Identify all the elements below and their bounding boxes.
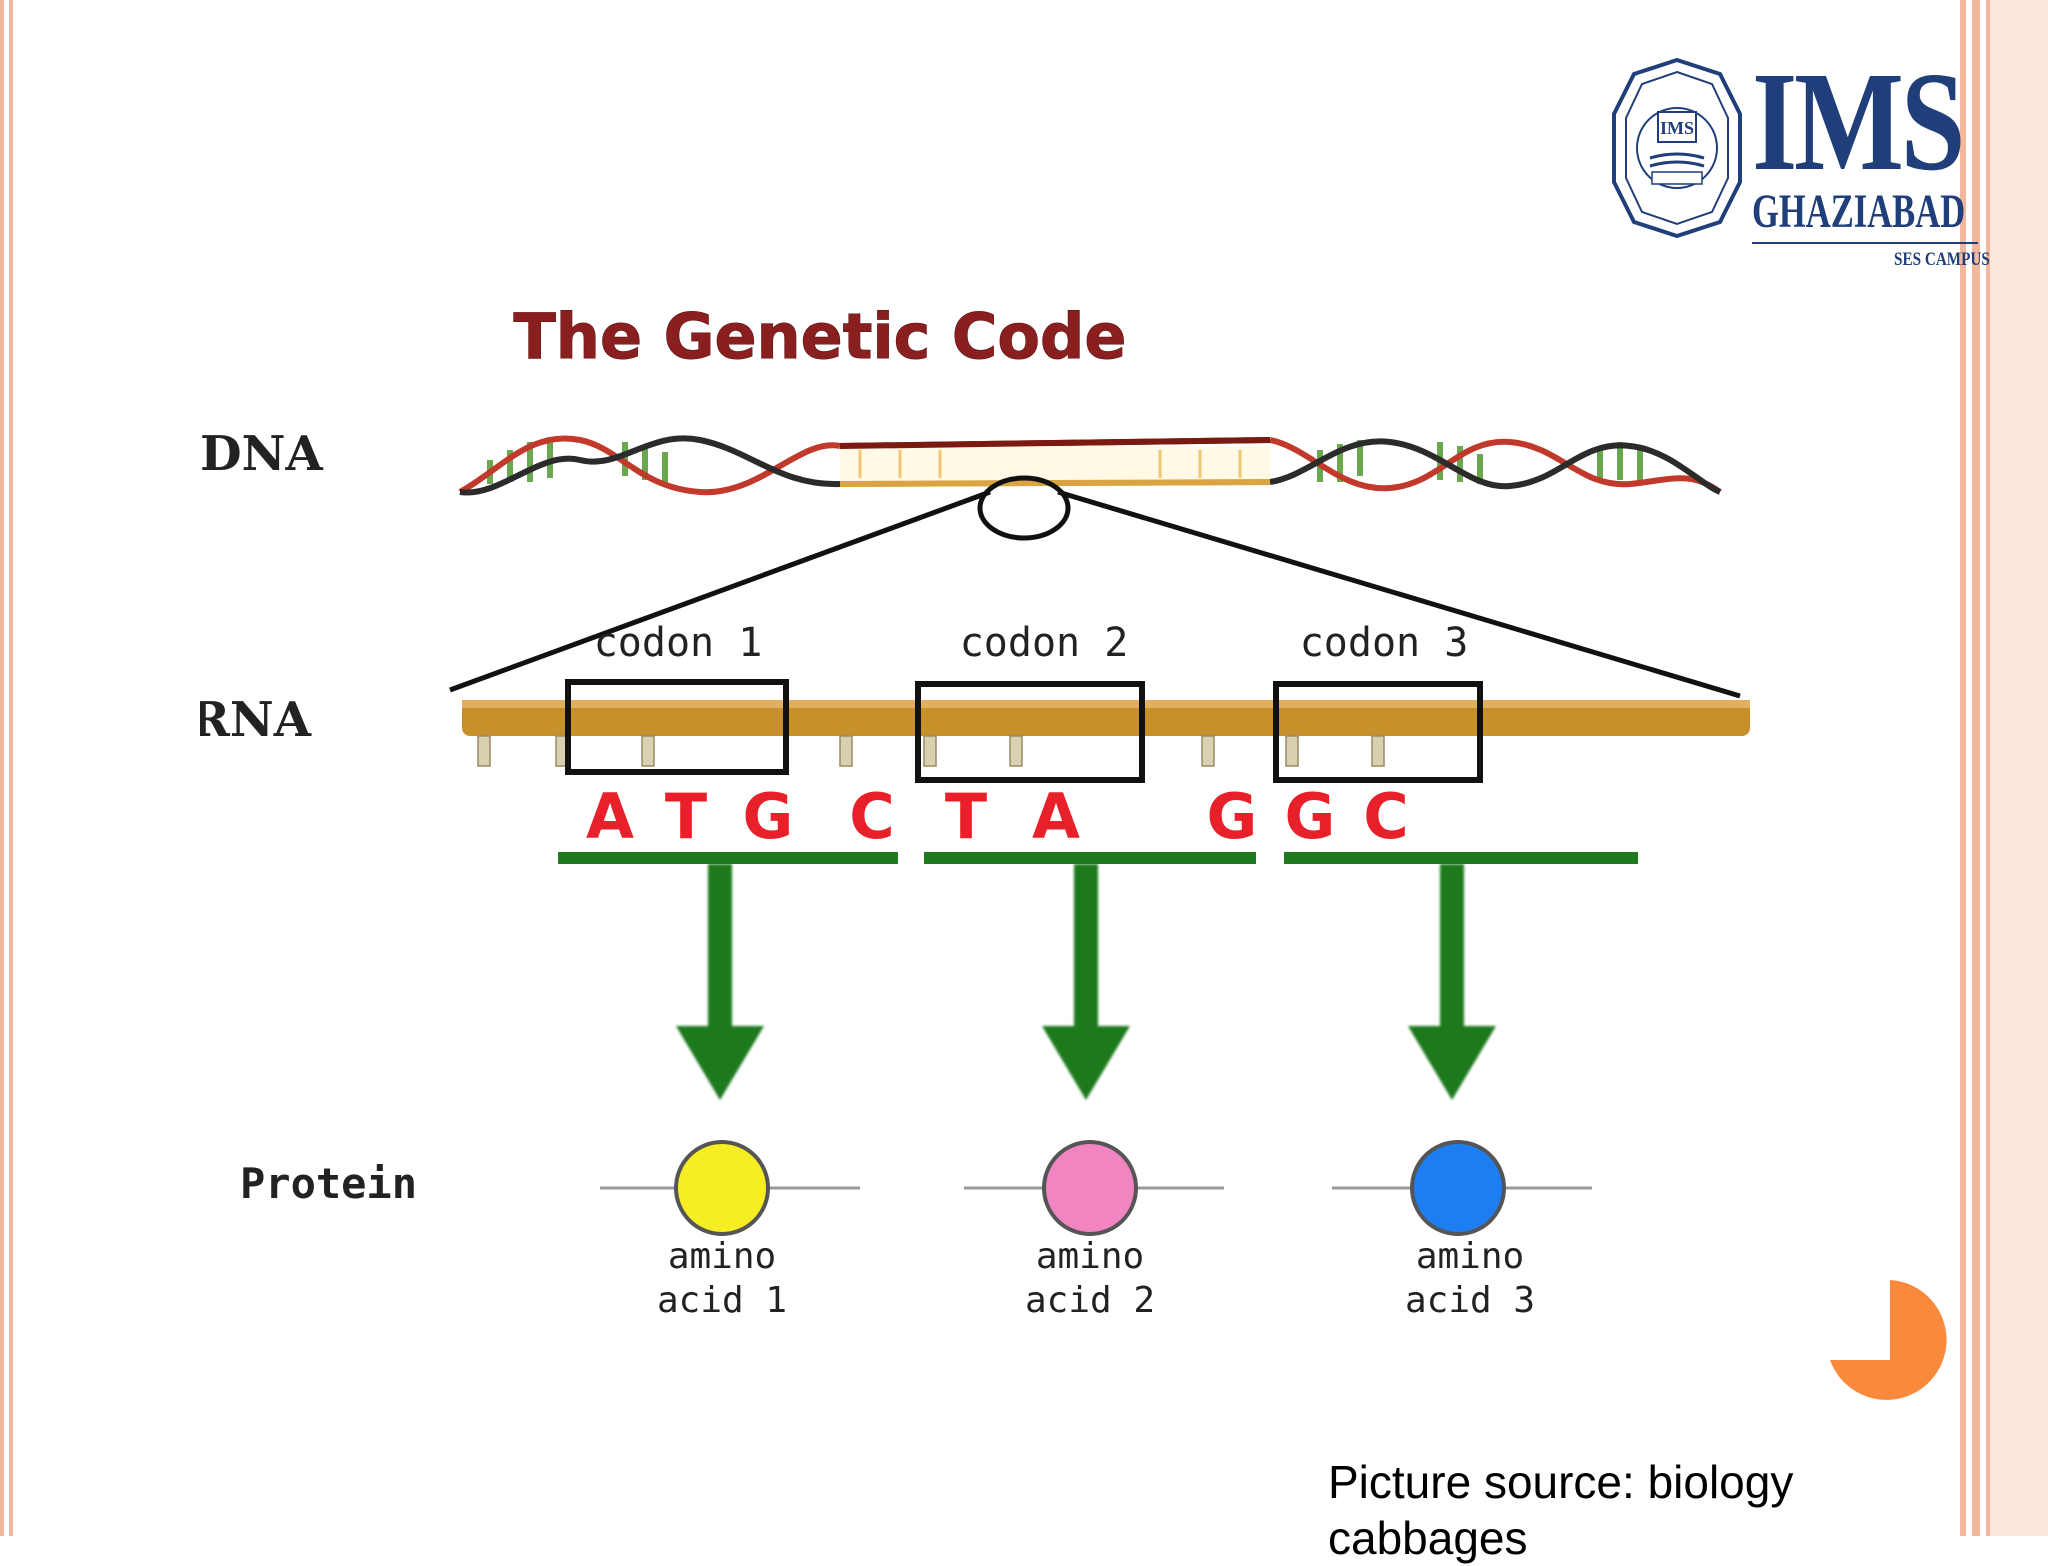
base-letter: C [1363,780,1409,853]
zoom-callout [449,475,1741,699]
amino-acid-label: amino [668,1236,776,1277]
dna-helix [458,435,1722,496]
slide-right-border [1960,0,2048,1536]
codon-underline-1 [558,852,898,864]
codon-boxes [565,679,1483,783]
amino-acid-2-bead [1042,1140,1138,1236]
codon-label-1: codon 1 [594,620,763,666]
dna-label: DNA [200,426,324,482]
logo-location: GHAZIABAD [1752,185,1966,238]
amino-acid-label: amino [1036,1236,1144,1277]
diagram-title: The Genetic Code [514,300,1127,373]
base-letter: A [586,780,634,853]
logo-divider [1752,242,1978,244]
down-arrow-icon [1042,864,1130,1100]
base-letter: G [743,780,794,853]
svg-text:IMS: IMS [1660,118,1694,138]
slide-left-border [0,0,22,1536]
logo-name: IMS [1752,42,1965,200]
codon-box-2 [915,681,1145,783]
codon-box-1 [565,679,789,775]
base-letter: A [1032,780,1080,853]
down-arrow-icon [1408,864,1496,1100]
ims-seal-icon: IMS [1612,58,1742,238]
amino-acid-3-bead [1410,1140,1506,1236]
rna-label: RNA [200,692,312,748]
rna-strand [462,700,1750,767]
codon-underline-2 [924,852,1256,864]
down-arrow-icon [676,864,764,1100]
amino-acid-label: acid 1 [657,1280,787,1321]
base-letter: G [1207,780,1258,853]
base-letter: G [1285,780,1336,853]
amino-acid-label: amino [1416,1236,1524,1277]
amino-acid-label: acid 3 [1405,1280,1535,1321]
genetic-code-diagram: The Genetic Code DNA [200,300,1750,1321]
codon-label-2: codon 2 [960,620,1129,666]
amino-acid-label: acid 2 [1025,1280,1155,1321]
picture-source-caption: Picture source: biology cabbages [1328,1456,1794,1564]
base-letter: T [665,780,707,853]
amino-acid-1-bead [674,1140,770,1236]
protein-label: Protein [240,1159,417,1208]
decorative-orange-shape [1830,1280,1947,1400]
codon-box-3 [1273,681,1483,783]
logo-campus: SES CAMPUS [1894,249,1990,270]
codon-underline-3 [1284,852,1638,864]
codon-label-3: codon 3 [1300,620,1469,666]
ims-logo: IMS IMS GHAZIABAD SES CAMPUS [1610,50,1990,276]
base-letter: T [945,780,987,853]
base-letter: C [849,780,895,853]
